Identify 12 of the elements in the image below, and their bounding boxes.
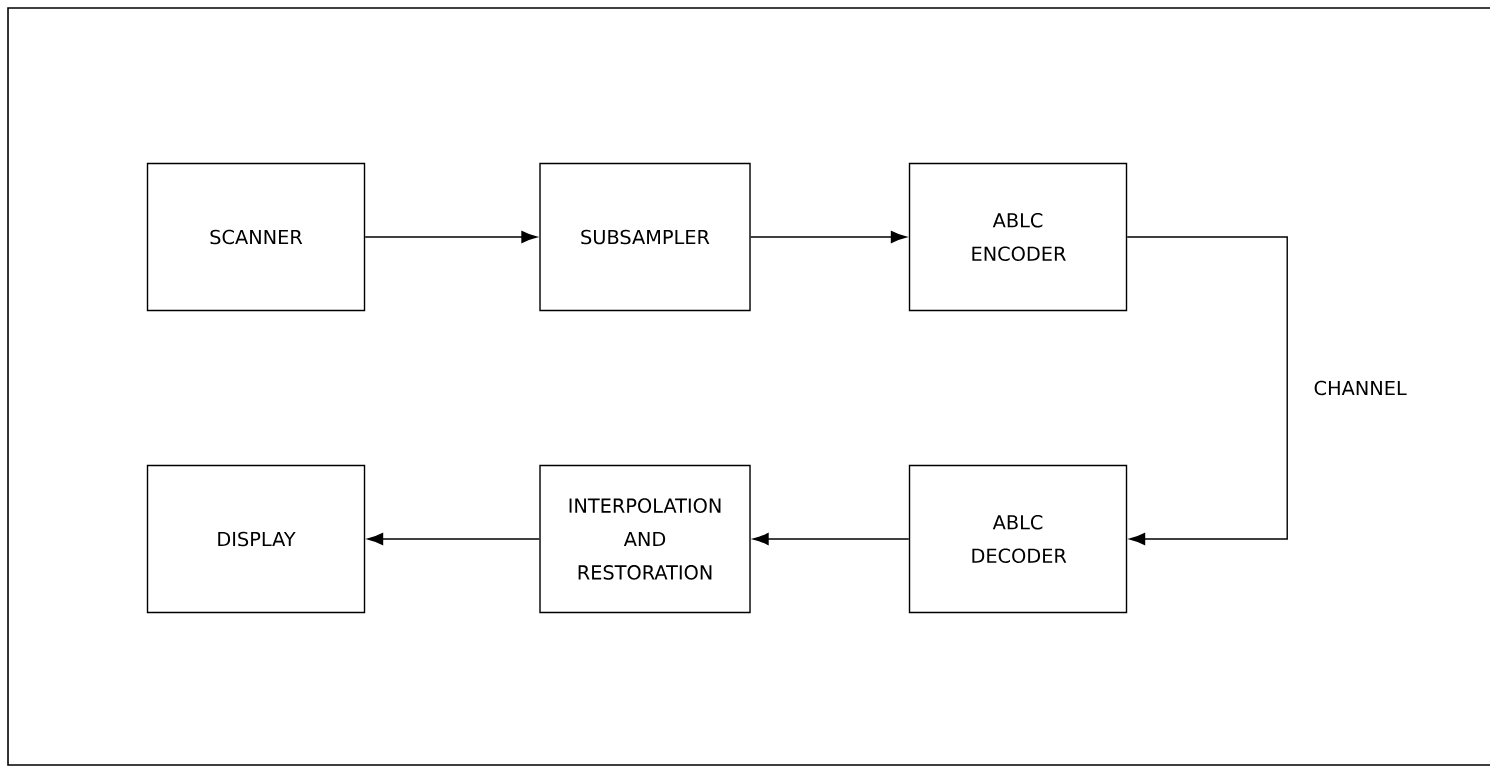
arrow [364,231,537,243]
process-box: INTERPOLATION AND RESTORATION [539,464,751,614]
arrow [750,231,907,243]
process-box: ABLC ENCODER [908,162,1128,312]
edge-label: CHANNEL [1310,377,1411,399]
arrow [753,533,910,545]
process-box: SCANNER [146,162,366,312]
arrow [1126,236,1288,545]
process-box: SUBSAMPLER [539,162,751,312]
arrow [367,533,540,545]
process-box: ABLC DECODER [908,464,1128,614]
process-box: DISPLAY [146,464,366,614]
